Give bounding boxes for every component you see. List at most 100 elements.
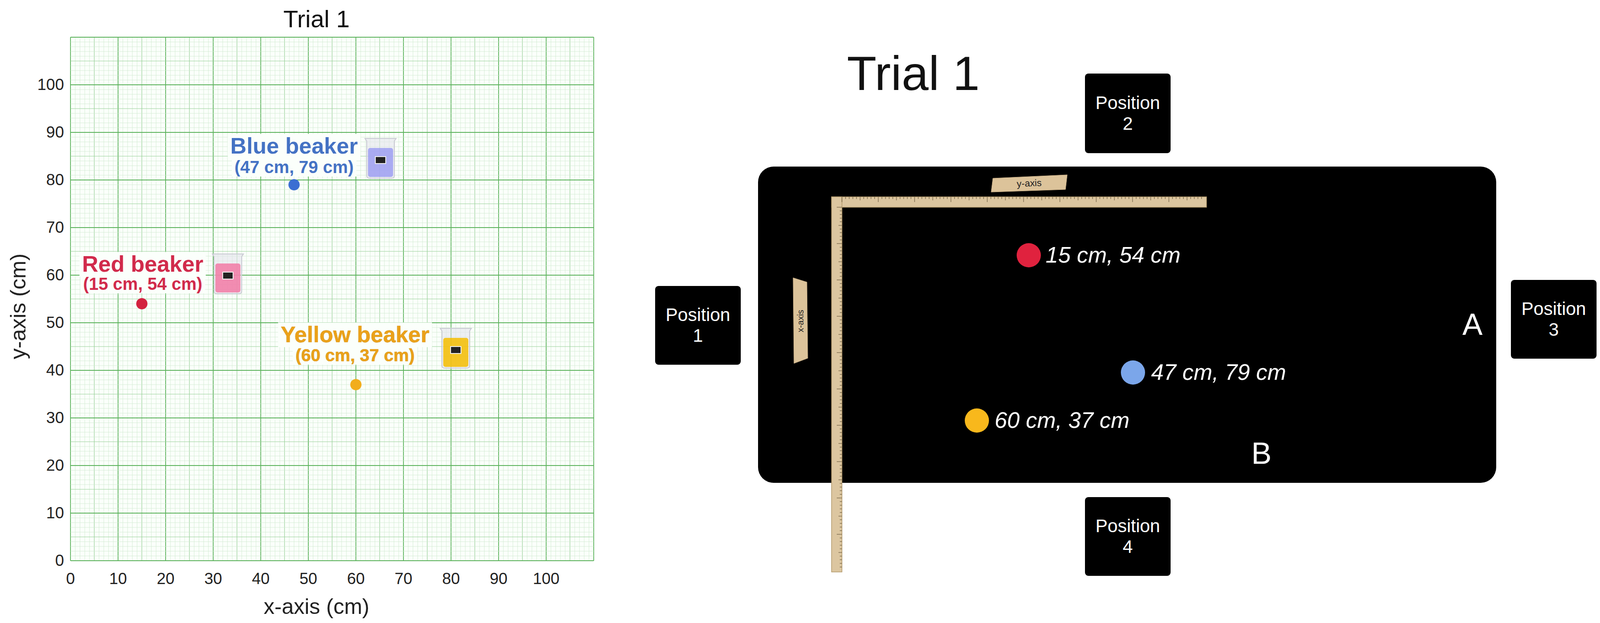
ruler-tick bbox=[1092, 196, 1093, 199]
ruler-tick bbox=[839, 563, 842, 564]
ruler-tick bbox=[839, 522, 842, 524]
ruler-tick bbox=[839, 294, 842, 295]
coordinate-label: 15 cm, 54 cm bbox=[1045, 242, 1181, 268]
ruler-tick bbox=[1107, 196, 1108, 199]
red-beaker-icon bbox=[212, 253, 244, 294]
grid-line bbox=[70, 365, 594, 366]
ruler-tick bbox=[839, 468, 842, 469]
ruler-tick bbox=[925, 196, 926, 199]
ruler-tick bbox=[839, 236, 842, 237]
ruler-tick bbox=[990, 196, 992, 199]
ruler-tick bbox=[836, 352, 842, 353]
ruler-tick bbox=[839, 355, 842, 357]
grid-line bbox=[70, 379, 594, 381]
side-letter: A bbox=[1462, 307, 1483, 342]
ruler-tick bbox=[1110, 196, 1111, 199]
grid-line bbox=[70, 203, 594, 204]
ruler-tick bbox=[1172, 196, 1173, 199]
ruler-tick bbox=[839, 395, 842, 397]
ruler-tick bbox=[839, 428, 842, 429]
position-label: Position 1 bbox=[662, 304, 734, 347]
ruler-tick bbox=[1190, 196, 1191, 199]
tick-label: 50 bbox=[46, 313, 64, 332]
ruler-tick bbox=[839, 432, 842, 433]
ruler-tick bbox=[839, 384, 842, 386]
ruler-tick bbox=[1005, 196, 1006, 201]
ruler-tick bbox=[839, 403, 842, 404]
blue-beaker-icon bbox=[364, 138, 397, 179]
ruler-tick bbox=[1023, 196, 1024, 202]
ruler-tick bbox=[939, 196, 941, 199]
ruler-tick bbox=[1139, 196, 1140, 199]
grid-line bbox=[70, 127, 594, 128]
ruler-tick bbox=[839, 392, 842, 393]
ruler-tick bbox=[957, 196, 959, 199]
tape-strip bbox=[991, 174, 1068, 192]
ruler-tick bbox=[1066, 196, 1068, 199]
grid-line bbox=[70, 436, 594, 438]
grid-line bbox=[70, 503, 594, 504]
grid-line bbox=[70, 474, 594, 476]
tick-label: 40 bbox=[251, 569, 270, 588]
grid-line bbox=[70, 217, 594, 219]
ruler-tick bbox=[839, 566, 842, 567]
ruler-tick bbox=[943, 196, 944, 199]
axis-title: y-axis (cm) bbox=[6, 253, 31, 359]
grid-line bbox=[70, 99, 594, 100]
red-dot bbox=[1016, 243, 1041, 268]
ruler-tick bbox=[839, 450, 842, 451]
grid-line bbox=[70, 213, 594, 214]
grid-line bbox=[70, 51, 594, 52]
ruler-tick bbox=[972, 196, 973, 199]
grid-line bbox=[70, 384, 594, 385]
panel-title: Trial 1 bbox=[846, 46, 980, 100]
ruler-tick bbox=[839, 217, 842, 219]
tick-label: 60 bbox=[46, 266, 64, 285]
grid-line bbox=[70, 179, 594, 181]
ruler-tick bbox=[839, 254, 842, 255]
ruler-tick bbox=[892, 196, 893, 199]
ruler-tick bbox=[1070, 196, 1072, 199]
beaker-liquid bbox=[215, 263, 241, 293]
graph-paper bbox=[70, 37, 594, 561]
grid-line bbox=[70, 36, 594, 38]
ruler-tick bbox=[994, 196, 995, 199]
ruler-tick bbox=[856, 196, 857, 199]
yellow-dot bbox=[350, 378, 362, 391]
coordinate-label: 47 cm, 79 cm bbox=[1151, 359, 1287, 385]
grid-line bbox=[70, 455, 594, 457]
ruler-tick bbox=[1157, 196, 1159, 199]
ruler-tick bbox=[839, 537, 842, 538]
ruler-tick bbox=[1012, 196, 1013, 199]
ruler-tick bbox=[1063, 196, 1064, 199]
ruler-tick bbox=[838, 406, 842, 408]
tick-label: 10 bbox=[46, 504, 64, 522]
grid-line bbox=[70, 75, 594, 76]
ruler-tick bbox=[839, 304, 842, 306]
ruler-tick bbox=[839, 246, 842, 248]
ruler-tick bbox=[838, 297, 842, 299]
ruler-tick bbox=[839, 526, 842, 528]
beaker-liquid bbox=[368, 147, 394, 177]
ruler-tick bbox=[839, 250, 842, 251]
ruler-tick bbox=[987, 196, 988, 202]
ruler-tick bbox=[839, 435, 842, 437]
grid-line bbox=[70, 464, 594, 466]
grid-line bbox=[70, 70, 594, 71]
ruler-tick bbox=[878, 196, 879, 202]
grid-line bbox=[70, 560, 594, 561]
ruler-tick bbox=[1078, 196, 1079, 201]
ruler-tick bbox=[839, 454, 842, 455]
grid-line bbox=[70, 250, 594, 252]
ruler-tick bbox=[1193, 196, 1195, 199]
grid-line bbox=[70, 517, 594, 519]
grid-line bbox=[70, 546, 594, 547]
grid-line bbox=[70, 241, 594, 243]
tick-label: 10 bbox=[108, 569, 127, 588]
grid-line bbox=[70, 389, 594, 390]
ruler-tick bbox=[1041, 196, 1043, 201]
ruler-tick bbox=[839, 417, 842, 419]
grid-line bbox=[70, 236, 594, 238]
tick-label: 30 bbox=[204, 569, 222, 588]
beaker-glass bbox=[212, 253, 244, 294]
